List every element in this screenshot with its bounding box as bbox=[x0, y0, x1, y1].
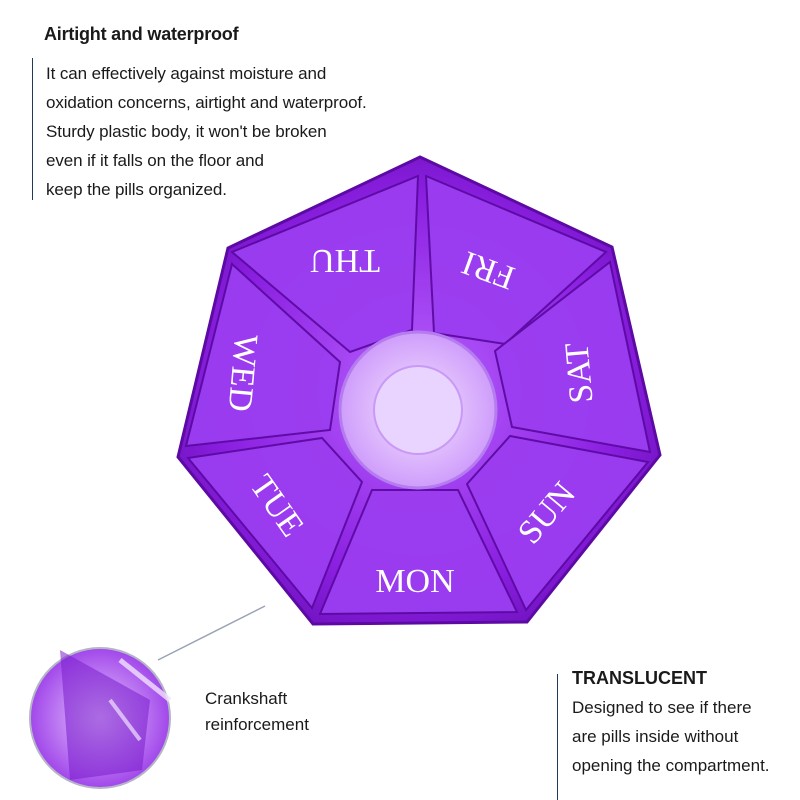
right-accent-line bbox=[557, 674, 558, 800]
crankshaft-detail-lens bbox=[29, 647, 172, 789]
day-label-sat: SAT bbox=[558, 341, 600, 405]
translucent-description: Designed to see if there are pills insid… bbox=[572, 698, 770, 775]
lid-wed bbox=[184, 262, 342, 448]
airtight-heading: Airtight and waterproof bbox=[44, 24, 239, 44]
translucent-heading: TRANSLUCENT bbox=[572, 668, 707, 688]
crankshaft-label: Crankshaft reinforcement bbox=[205, 689, 309, 734]
day-label-mon: MON bbox=[375, 563, 454, 600]
lid-tue bbox=[186, 436, 364, 610]
translucent-info-block: TRANSLUCENT Designed to see if there are… bbox=[556, 668, 796, 780]
lid-sun bbox=[465, 434, 650, 612]
callout-line bbox=[157, 605, 266, 661]
day-label-wed: WED bbox=[221, 333, 265, 413]
left-accent-line bbox=[32, 58, 33, 200]
airtight-info-block: Airtight and waterproof It can effective… bbox=[30, 18, 390, 204]
day-label-thu: THU bbox=[310, 242, 380, 279]
compartment-lids bbox=[184, 174, 652, 616]
lid-thu bbox=[230, 174, 420, 354]
lid-sat bbox=[493, 260, 652, 454]
lid-mon bbox=[318, 489, 519, 616]
airtight-description: It can effectively against moisture and … bbox=[46, 64, 367, 199]
